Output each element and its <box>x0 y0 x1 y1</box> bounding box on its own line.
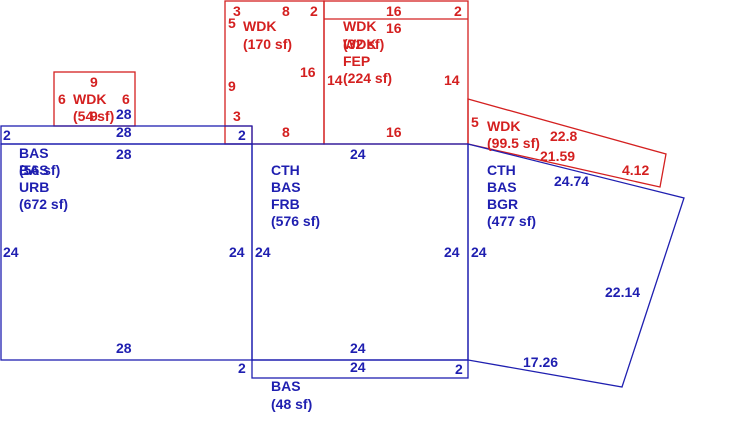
dim-label: 28 <box>116 106 132 122</box>
wdk-99-label: WDK (99.5 sf) <box>487 118 540 151</box>
bas-56-outline <box>0 125 253 145</box>
dim-label: 8 <box>282 124 290 140</box>
dim-label: 16 <box>386 20 402 36</box>
living-outlines <box>0 125 685 388</box>
cth-bas-bgr-outline <box>467 143 685 388</box>
dim-label: 22.14 <box>605 284 640 300</box>
wdk-fep-label: WDK (32 sf) WDK FEP (224 sf) <box>343 18 392 86</box>
dim-label: 2 <box>3 127 11 143</box>
dim-label: 2 <box>238 127 246 143</box>
dim-label: 5 <box>471 114 479 130</box>
dim-label: 3 <box>233 3 241 19</box>
dim-label: 4.12 <box>622 162 649 178</box>
dim-label: 9 <box>228 78 236 94</box>
living-dimensions: 2 28 28 28 28 2 24 24 24 24 24 24 24 24 … <box>3 106 640 377</box>
dim-label: 28 <box>116 146 132 162</box>
dim-label: 22.8 <box>550 128 577 144</box>
bas-48-label: BAS (48 sf) <box>271 378 312 412</box>
dim-label: 16 <box>300 64 316 80</box>
dim-label: 2 <box>454 3 462 19</box>
dim-label: 24 <box>444 244 460 260</box>
dim-label: 28 <box>116 124 132 140</box>
dim-label: 24.74 <box>554 173 589 189</box>
wdk-99-outline <box>467 98 667 188</box>
dim-label: 17.26 <box>523 354 558 370</box>
wdk-54-label: WDK (54 sf) <box>73 91 114 124</box>
dim-label: 8 <box>282 3 290 19</box>
dim-label: 9 <box>90 74 98 90</box>
dim-label: 24 <box>471 244 487 260</box>
dim-label: 24 <box>350 340 366 356</box>
dim-label: 2 <box>238 360 246 376</box>
dim-label: 9 <box>90 108 98 124</box>
dim-label: 28 <box>116 340 132 356</box>
dim-label: 3 <box>233 108 241 124</box>
dim-label: 24 <box>3 244 19 260</box>
cth-bas-frb-label: CTH BAS FRB (576 sf) <box>271 162 320 229</box>
dim-label: 24 <box>350 359 366 375</box>
dim-label: 24 <box>350 146 366 162</box>
dim-label: 2 <box>310 3 318 19</box>
dim-label: 6 <box>58 91 66 107</box>
cth-bas-bgr-label: CTH BAS BGR (477 sf) <box>487 162 536 229</box>
dim-label: 24 <box>229 244 245 260</box>
area-labels: BAS (56 sf) BAS URB (672 sf) CTH BAS FRB… <box>19 18 540 412</box>
dim-label: 5 <box>228 15 236 31</box>
dim-label: 6 <box>122 91 130 107</box>
deck-dimensions: 9 9 6 6 3 3 8 8 2 5 9 16 16 16 16 2 14 1… <box>58 3 649 178</box>
dim-label: 21.59 <box>540 148 575 164</box>
bas-48-outline <box>251 359 469 379</box>
wdk-170-label: WDK (170 sf) <box>243 18 292 52</box>
dim-label: 24 <box>255 244 271 260</box>
dim-label: 14 <box>444 72 460 88</box>
dim-label: 14 <box>327 72 343 88</box>
dim-label: 16 <box>386 3 402 19</box>
dim-label: 16 <box>386 124 402 140</box>
dim-label: 2 <box>455 361 463 377</box>
bas-urb-label: BAS (56 sf) BAS URB (672 sf) <box>19 145 68 212</box>
